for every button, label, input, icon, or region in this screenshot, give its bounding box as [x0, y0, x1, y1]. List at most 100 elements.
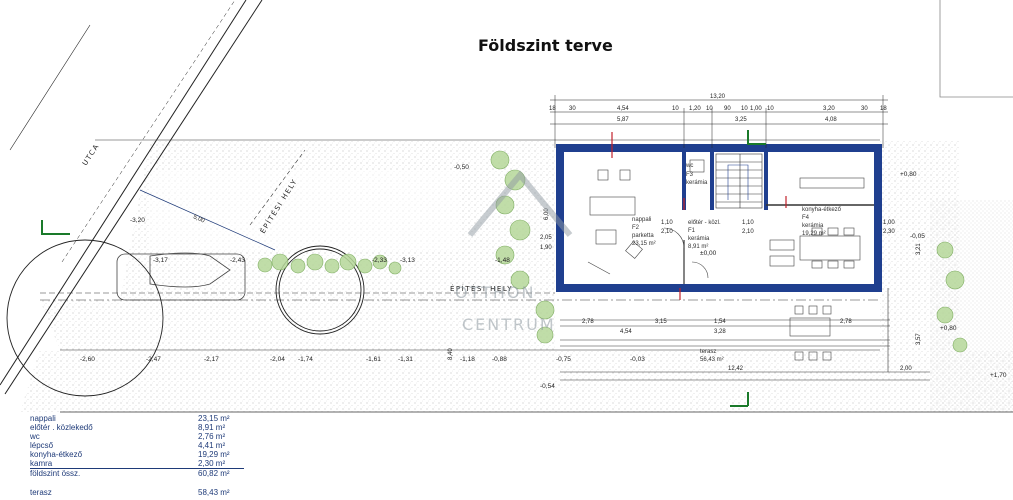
level: -2,17	[204, 356, 219, 363]
room-floor: parketta	[632, 233, 654, 239]
dimension: 2,78	[582, 319, 594, 325]
level: -3,13	[400, 257, 415, 264]
room-code: F1	[688, 228, 696, 234]
area-value: 2,76 m²	[198, 432, 226, 441]
area-label: földszint össz.	[30, 469, 81, 478]
top-dimension-segment: 3,20	[823, 106, 835, 112]
level: -0,50	[454, 164, 469, 171]
dimension: 2,10	[742, 229, 754, 235]
dimension: 3,21	[916, 243, 922, 255]
frame-corner	[939, 0, 1013, 98]
level: -0,03	[630, 356, 645, 363]
level: -2,33	[372, 257, 387, 264]
top-dimension-sub: 4,08	[825, 117, 837, 123]
trees	[6, 239, 365, 397]
section-markers	[41, 130, 766, 407]
level: +1,70	[990, 372, 1007, 379]
level: -0,75	[556, 356, 571, 363]
room-code: F4	[802, 215, 810, 221]
level: -2,60	[80, 356, 95, 363]
level: -2,43	[230, 257, 245, 264]
level: -1,48	[495, 257, 510, 264]
street-lines	[0, 0, 263, 395]
top-dimension-segment: 10	[767, 106, 774, 112]
top-dimension-lines	[550, 95, 888, 148]
area-value: 60,82 m²	[198, 469, 230, 478]
dimension: 1,10	[661, 220, 673, 226]
area-row: terasz 58,43 m²	[30, 488, 244, 497]
dimension: 6,00	[544, 208, 550, 220]
top-dimension-segment: 90	[724, 106, 731, 112]
level: -0,05	[910, 233, 925, 240]
room-floor: kerámia	[686, 180, 708, 186]
dimension: 2,10	[661, 229, 673, 235]
room-area: 8,91 m²	[688, 244, 708, 250]
level: -2,04	[270, 356, 285, 363]
dimension: 2,30	[883, 229, 895, 235]
area-row: lépcső 4,41 m²	[30, 441, 244, 450]
level: -3,20	[130, 217, 145, 224]
area-label: wc	[30, 432, 40, 441]
room-area: 56,43 m²	[700, 357, 724, 363]
room-code: F2	[632, 225, 640, 231]
level: +0,80	[900, 171, 917, 178]
top-dimension-segment: 10	[741, 106, 748, 112]
level: -2,47	[146, 356, 161, 363]
watermark-line1: OTTHON	[455, 283, 535, 302]
level-markers: -0,50 -3,20 -3,17 -2,43 -2,33 -3,13 -1,4…	[80, 164, 1007, 390]
area-label: kamra	[30, 459, 53, 468]
street-label: UTCA	[81, 142, 101, 167]
dimension: 2,78	[840, 319, 852, 325]
dimension: 2,05	[540, 235, 552, 241]
level: -0,54	[540, 383, 555, 390]
area-row: wc 2,76 m²	[30, 432, 244, 441]
area-row: nappali 23,15 m²	[30, 414, 244, 423]
site-hatch	[20, 140, 1013, 412]
area-value: 4,41 m²	[198, 441, 226, 450]
top-dimension-segment: 18	[880, 106, 887, 112]
area-value: 19,29 m²	[198, 450, 230, 459]
dimension: 8,40	[448, 348, 454, 360]
watermark-line2: CENTRUM	[462, 315, 556, 334]
top-dimension-segment: 1,20	[689, 106, 701, 112]
area-label: előtér . közlekedő	[30, 423, 93, 432]
staircase	[715, 153, 763, 209]
furniture	[587, 159, 865, 361]
watermark: OTTHON CENTRUM	[455, 170, 573, 334]
level: -0,88	[492, 356, 507, 363]
room-name: nappali	[632, 217, 651, 223]
area-label: nappali	[30, 414, 56, 423]
room-floor: kerámia	[802, 223, 824, 229]
room-area: 19,29 m²	[802, 231, 826, 237]
area-label: konyha-étkező	[30, 450, 83, 459]
room-name: konyha-étkező	[802, 207, 842, 213]
room-name: terasz	[700, 349, 716, 355]
level: +0,80	[940, 325, 957, 332]
area-row-total: földszint össz. 60,82 m²	[30, 468, 244, 478]
room-floor: kerámia	[688, 236, 710, 242]
room-name: előtér - közl.	[688, 220, 721, 226]
page-title: Földszint terve	[478, 36, 613, 55]
dimension: 3,57	[916, 333, 922, 345]
terrace	[560, 288, 930, 381]
level: -1,61	[366, 356, 381, 363]
area-label: terasz	[30, 488, 52, 497]
room-code: F3	[686, 172, 694, 178]
top-dimension-segment: 10	[672, 106, 679, 112]
fb-markers	[611, 132, 787, 300]
area-label: lépcső	[30, 441, 54, 450]
area-value: 23,15 m²	[198, 414, 230, 423]
top-dimension-segment: 10	[706, 106, 713, 112]
top-dimension-segment: 18	[549, 106, 556, 112]
room-area: 23,15 m²	[632, 241, 656, 247]
dimension: 2,00	[900, 366, 912, 372]
level: ±0,00	[700, 250, 717, 257]
area-value: 58,43 m²	[198, 488, 230, 497]
dimension: 3,28	[714, 329, 726, 335]
top-dimension-sub: 5,87	[617, 117, 629, 123]
top-dimension-segment: 1,00	[750, 106, 762, 112]
